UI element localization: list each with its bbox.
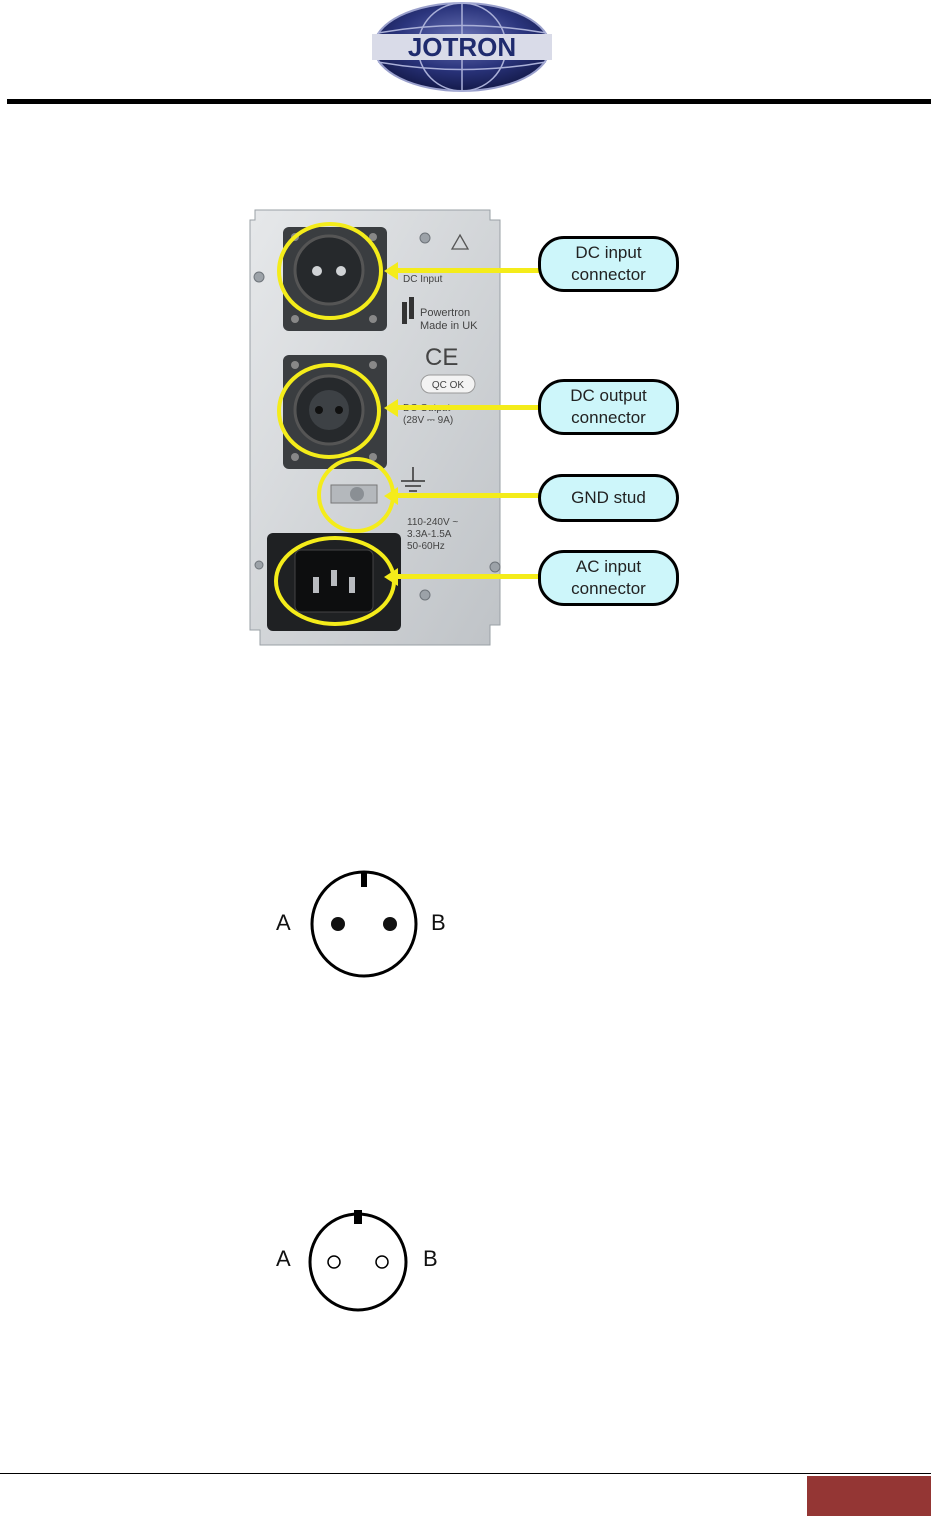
- pinout-1-label-a: A: [276, 910, 291, 936]
- pinout-1-label-b: B: [431, 910, 446, 936]
- made-in-label: Made in UK: [420, 320, 478, 332]
- ce-mark: CE: [425, 344, 458, 371]
- leader-gnd: [396, 493, 540, 498]
- ac-rating-voltage: 110-240V ~: [407, 517, 458, 528]
- dc-input-label: DC Input: [403, 274, 443, 285]
- header-rule: [7, 99, 931, 104]
- logo-wordmark: JOTRON: [408, 32, 516, 62]
- leader-dc-output: [396, 405, 540, 410]
- jotron-logo: JOTRON: [368, 0, 560, 94]
- callout-dc-output-line2: connector: [541, 407, 676, 429]
- pinout-2-connector-face: [308, 1206, 408, 1319]
- callout-dc-output: DC output connector: [538, 379, 679, 435]
- ac-rating-current: 3.3A-1.5A: [407, 529, 452, 540]
- pinout-2-label-b: B: [423, 1246, 438, 1272]
- callout-ac-input: AC input connector: [538, 550, 679, 606]
- ac-rating-frequency: 50-60Hz: [407, 541, 445, 552]
- leader-ac-input: [396, 574, 540, 579]
- callout-dc-input-line2: connector: [541, 264, 676, 286]
- callout-ac-input-line2: connector: [541, 578, 676, 600]
- brand-label: Powertron: [420, 307, 470, 319]
- qc-sticker: QC OK: [432, 380, 465, 391]
- leader-tip-dc-output: [384, 399, 398, 417]
- callout-dc-input: DC input connector: [538, 236, 679, 292]
- dc-output-rating: (28V ⎓ 9A): [403, 415, 453, 426]
- pinout-2-label-a: A: [276, 1246, 291, 1272]
- pinout-1-connector-face: [308, 868, 420, 985]
- leader-tip-gnd: [384, 487, 398, 505]
- callout-gnd-stud-line1: GND stud: [541, 487, 676, 509]
- callout-dc-output-line1: DC output: [541, 385, 676, 407]
- leader-tip-ac-input: [384, 568, 398, 586]
- footer-rule: [0, 1473, 931, 1474]
- leader-tip-dc-input: [384, 262, 398, 280]
- leader-dc-input: [396, 268, 540, 273]
- callout-dc-input-line1: DC input: [541, 242, 676, 264]
- callout-gnd-stud: GND stud: [538, 474, 679, 522]
- page-number-tab: [807, 1476, 931, 1516]
- callout-ac-input-line1: AC input: [541, 556, 676, 578]
